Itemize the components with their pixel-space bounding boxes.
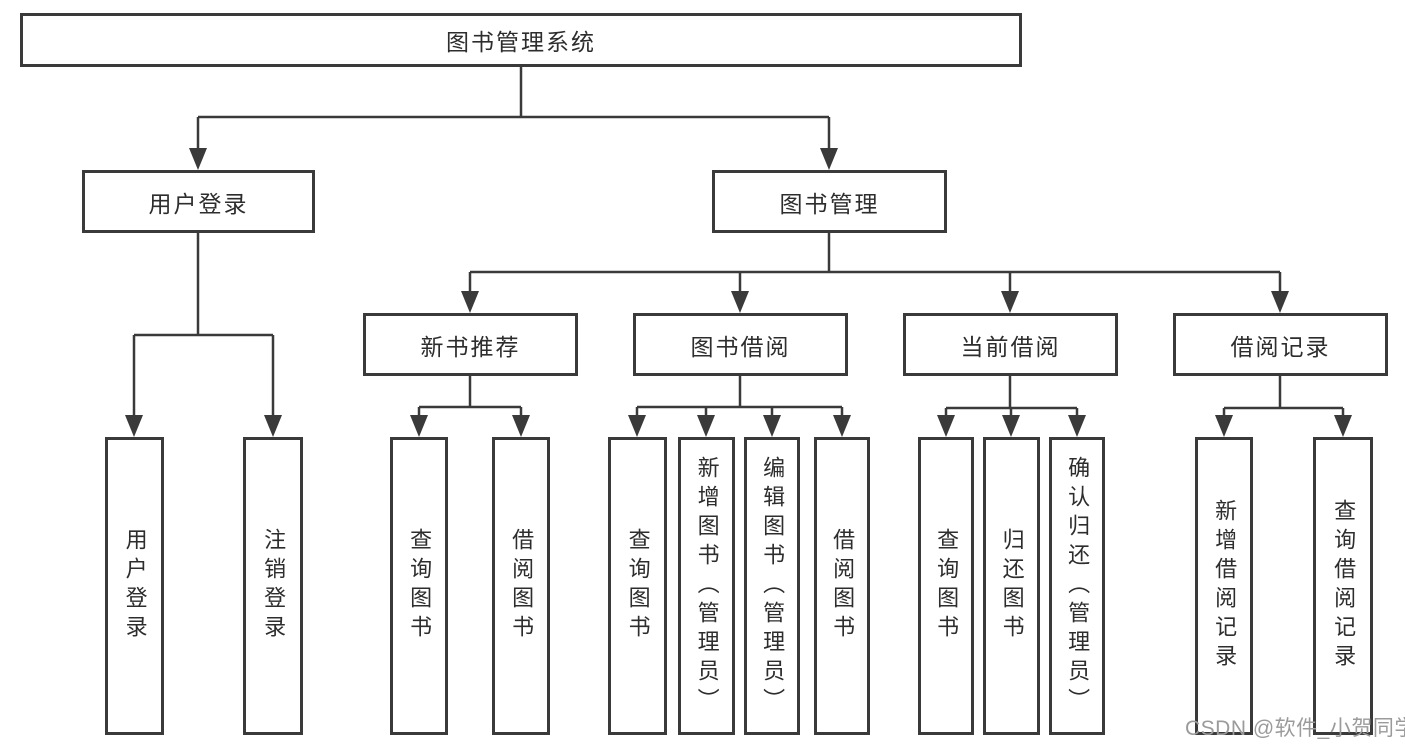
node-new-book-recommend: 新书推荐 (363, 313, 578, 376)
node-library-system: 图书管理系统 (20, 13, 1022, 67)
leaf-label: 注销登录 (261, 528, 287, 644)
node-borrow-records: 借阅记录 (1173, 313, 1388, 376)
node-user-login: 用户登录 (82, 170, 315, 233)
leaf-label: 新增图书（管理员） (694, 455, 720, 717)
leaf-label: 查询图书 (407, 528, 433, 644)
leaf-label: 确认归还（管理员） (1065, 455, 1091, 717)
leaf-label: 借阅图书 (509, 528, 535, 644)
leaf-label: 查询借阅记录 (1331, 499, 1357, 673)
leaf-label: 归还图书 (999, 528, 1025, 644)
leaf-records-query-borrow-record: 查询借阅记录 (1313, 437, 1373, 735)
node-book-management: 图书管理 (712, 170, 947, 233)
leaf-newbook-query-books: 查询图书 (390, 437, 448, 735)
leaf-label: 查询图书 (625, 528, 651, 644)
csdn-watermark: CSDN @软件_小贺同学 (1185, 717, 1405, 740)
leaf-label: 编辑图书（管理员） (760, 455, 786, 717)
leaf-label: 用户登录 (122, 528, 148, 644)
node-current-borrowing: 当前借阅 (903, 313, 1118, 376)
leaf-newbook-borrow-books: 借阅图书 (492, 437, 550, 735)
leaf-borrow-borrow-books: 借阅图书 (814, 437, 870, 735)
leaf-current-query-books: 查询图书 (918, 437, 974, 735)
leaf-borrow-query-books: 查询图书 (608, 437, 667, 735)
leaf-user-login: 用户登录 (105, 437, 164, 735)
leaf-label: 借阅图书 (830, 528, 856, 644)
leaf-records-add-borrow-record: 新增借阅记录 (1195, 437, 1253, 735)
arrowhead-icons (125, 148, 1352, 437)
leaf-current-return-books: 归还图书 (983, 437, 1040, 735)
leaf-label: 新增借阅记录 (1212, 499, 1238, 673)
leaf-logout: 注销登录 (243, 437, 303, 735)
leaf-label: 查询图书 (934, 528, 960, 644)
node-book-borrowing: 图书借阅 (633, 313, 848, 376)
leaf-borrow-edit-books-admin: 编辑图书（管理员） (744, 437, 800, 735)
tree-edges (132, 67, 1345, 417)
leaf-borrow-add-books-admin: 新增图书（管理员） (678, 437, 735, 735)
leaf-current-confirm-return-admin: 确认归还（管理员） (1049, 437, 1105, 735)
